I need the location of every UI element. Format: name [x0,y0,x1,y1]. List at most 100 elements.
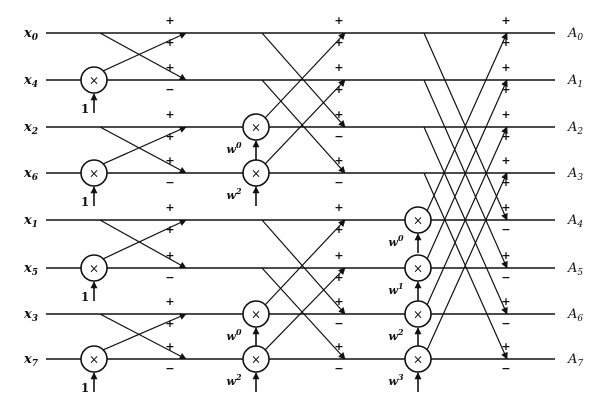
plus-sign: + [334,201,343,214]
output-label-2: A2 [567,120,583,137]
plus-sign: + [165,108,174,121]
multiplier-node [404,206,432,234]
times-icon: × [413,214,423,228]
times-icon: × [89,262,99,276]
plus-sign: + [165,154,174,167]
output-label-7: A7 [567,352,583,369]
input-label-4: x1 [23,213,38,230]
plus-sign: + [165,249,174,262]
butterfly-line-minus [423,79,508,269]
times-icon: × [251,121,261,135]
minus-sign: − [334,317,343,330]
plus-sign: + [501,154,510,167]
plus-sign: + [501,201,510,214]
plus-sign: + [334,223,343,236]
butterfly-line-plus [264,79,346,165]
times-icon: × [251,308,261,322]
plus-sign: + [334,249,343,262]
plus-sign: + [334,271,343,284]
input-label-3: x6 [23,166,39,183]
multiplier-node [404,300,432,328]
output-label-3: A3 [567,166,583,183]
butterfly-line-minus [261,267,346,360]
output-label-0: A0 [567,26,583,43]
butterfly-line-plus [426,79,508,260]
minus-sign: − [165,176,174,189]
input-label-6: x3 [23,307,38,324]
plus-sign: + [501,14,510,27]
plus-sign: + [334,295,343,308]
plus-sign: + [501,295,510,308]
multiplier-node [242,345,270,373]
butterfly-line-minus [99,219,187,269]
plus-sign: + [165,223,174,236]
butterfly-line-plus [102,126,187,165]
times-icon: × [413,308,423,322]
multiplier-nodes: ×××××××××××× [80,66,432,392]
butterfly-line-minus [423,172,508,360]
minus-sign: − [334,176,343,189]
plus-sign: + [334,14,343,27]
plus-sign: + [334,340,343,353]
minus-sign: − [334,362,343,375]
twiddle-label: 1 [81,195,89,209]
plus-sign: + [165,14,174,27]
minus-sign: − [165,83,174,96]
plus-sign: + [501,36,510,49]
output-label-6: A6 [567,307,583,324]
multiplier-node [80,159,108,187]
plus-sign: + [165,295,174,308]
plus-sign: + [501,249,510,262]
twiddle-label: w2 [226,186,241,202]
times-icon: × [251,353,261,367]
multiplier-node [404,345,432,373]
plus-sign: + [501,130,510,143]
plus-sign: + [165,130,174,143]
butterfly-line-plus [102,313,187,351]
twiddle-label: w3 [388,372,403,388]
multiplier-node [80,66,108,94]
butterfly-line-plus [102,219,187,260]
plus-sign: + [165,340,174,353]
times-icon: × [413,262,423,276]
multiplier-node [242,159,270,187]
butterfly-line-plus [264,32,346,119]
twiddle-label: 1 [81,381,89,395]
twiddle-label: w2 [226,372,241,388]
butterfly-line-plus [264,219,346,306]
butterfly-line-minus [99,126,187,174]
butterfly-line-minus [99,313,187,360]
multiplier-node [242,113,270,141]
input-label-1: x4 [23,73,38,90]
times-icon: × [89,74,99,88]
twiddle-label: w1 [388,281,403,297]
output-label-1: A1 [567,73,583,90]
butterfly-line-plus [264,267,346,351]
plus-sign: + [501,61,510,74]
output-label-4: A4 [567,213,583,230]
plus-sign: + [165,201,174,214]
butterfly-line-minus [99,32,187,81]
plus-sign: + [165,36,174,49]
butterfly-line-plus [426,32,508,212]
times-icon: × [89,167,99,181]
twiddle-label: 1 [81,290,89,304]
input-label-0: x0 [23,26,39,43]
times-icon: × [413,353,423,367]
twiddle-label: w0 [388,233,403,249]
plus-sign: + [165,317,174,330]
multiplier-node [80,254,108,282]
minus-sign: − [334,130,343,143]
plus-sign: + [334,61,343,74]
input-label-7: x7 [23,352,39,369]
minus-sign: − [501,271,510,284]
output-label-5: A5 [567,261,583,278]
plus-sign: + [501,340,510,353]
plus-sign: + [165,61,174,74]
butterfly-line-minus [261,79,346,174]
twiddle-label: w0 [226,140,241,156]
minus-sign: − [501,223,510,236]
twiddle-label: w2 [388,327,403,343]
butterfly-line-plus [102,32,187,72]
signal-lines [46,32,555,360]
